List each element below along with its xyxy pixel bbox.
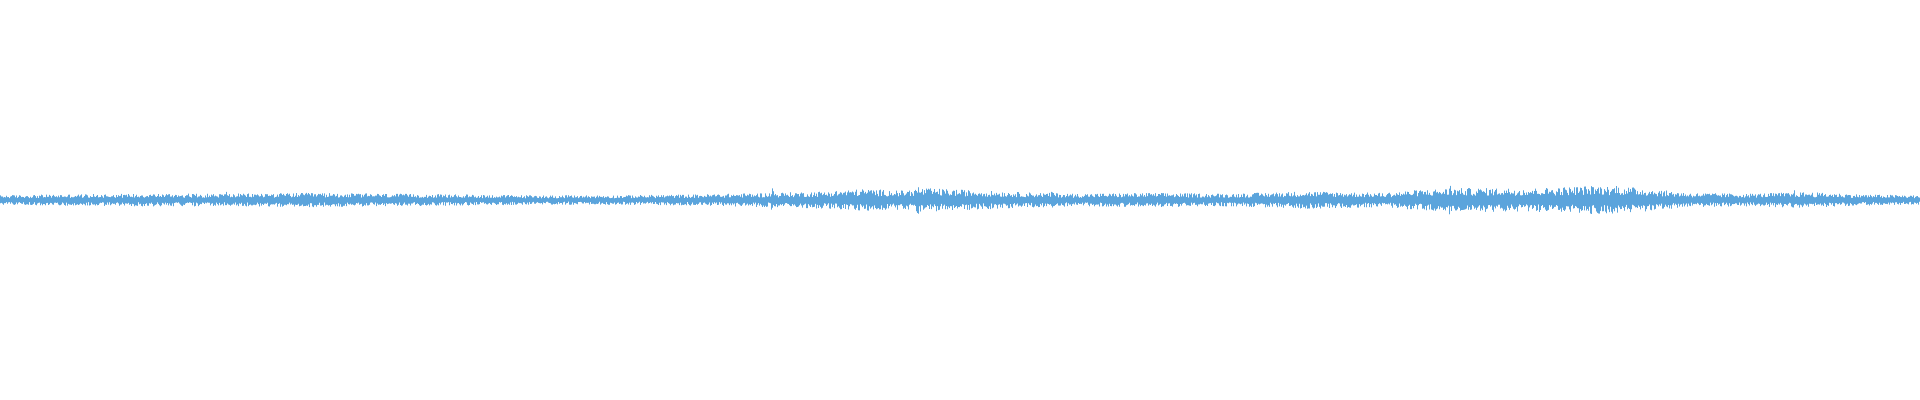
waveform-trace bbox=[0, 185, 1920, 215]
